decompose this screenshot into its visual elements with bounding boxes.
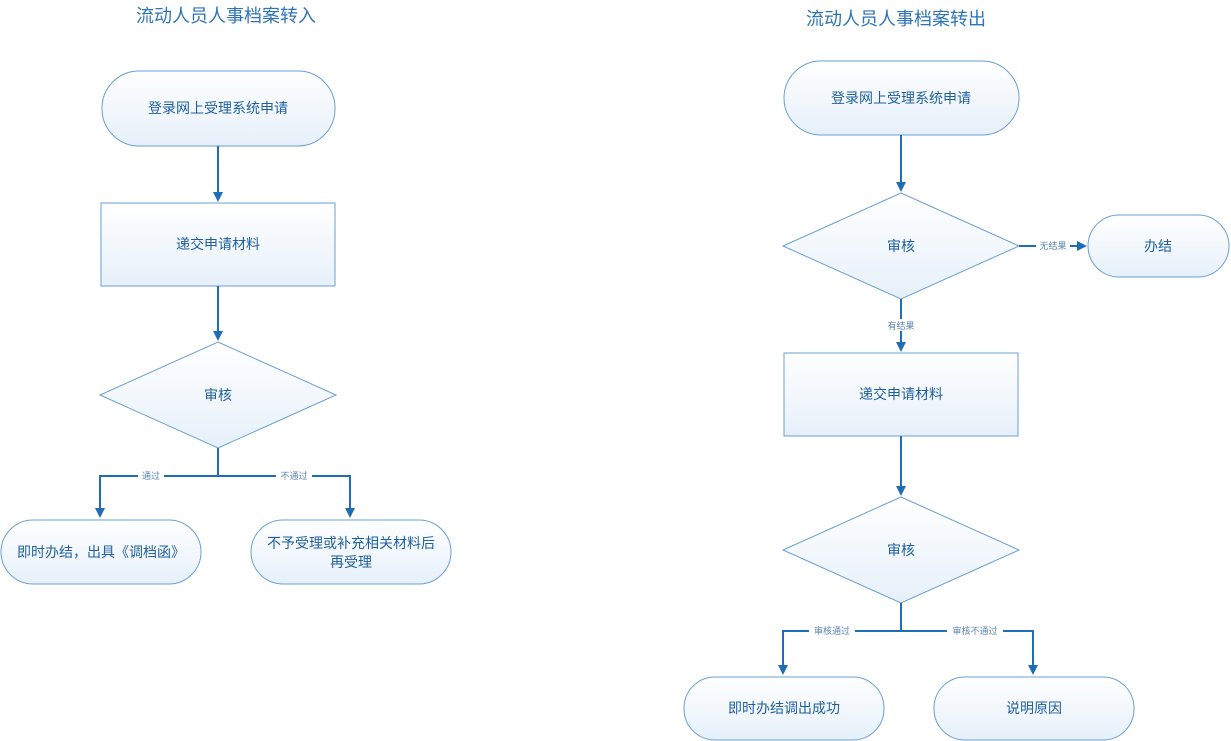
left-fail-label: 不通过 <box>280 470 307 482</box>
left-start-node: 登录网上受理系统申请 <box>101 70 336 147</box>
left-end-fail-label-line2: 再受理 <box>330 555 372 571</box>
left-review-node: 审核 <box>98 341 338 449</box>
right-start-node: 登录网上受理系统申请 <box>783 60 1020 136</box>
right-flow-title: 流动人员人事档案转出 <box>806 9 986 30</box>
right-no-result-label: 无结果 <box>1039 240 1066 252</box>
left-end-fail-label-line1: 不予受理或补充相关材料后 <box>267 536 435 552</box>
left-pass-label: 通过 <box>142 470 160 482</box>
right-submit-node: 递交申请材料 <box>783 352 1019 437</box>
left-review-label: 审核 <box>204 388 232 404</box>
left-flow-title: 流动人员人事档案转入 <box>136 6 316 27</box>
right-fail-label: 审核不通过 <box>952 625 997 637</box>
right-has-result-label: 有结果 <box>887 320 914 332</box>
right-pass-label: 审核通过 <box>814 625 850 637</box>
right-edge-fail <box>901 630 1038 675</box>
left-end-pass-node: 即时办结，出具《调档函》 <box>0 519 202 585</box>
right-review2-label: 审核 <box>887 543 915 559</box>
left-end-pass-label: 即时办结，出具《调档函》 <box>17 545 185 561</box>
right-edge-pass <box>778 603 902 675</box>
right-review1-label: 审核 <box>887 239 915 255</box>
right-done-label: 办结 <box>1144 239 1172 255</box>
right-flow: 流动人员人事档案转出 登录网上受理系统申请 审核 无结果 办结 有结果 递交申请… <box>683 9 1230 741</box>
right-end-fail-node: 说明原因 <box>933 676 1135 741</box>
right-end-pass-label: 即时办结调出成功 <box>728 701 840 717</box>
left-submit-node: 递交申请材料 <box>100 202 336 287</box>
right-review2-node: 审核 <box>781 496 1021 604</box>
left-end-fail-node: 不予受理或补充相关材料后 再受理 <box>250 519 452 585</box>
left-edge-pass <box>95 448 219 518</box>
left-edge-fail <box>218 475 355 518</box>
left-flow: 流动人员人事档案转入 登录网上受理系统申请 递交申请材料 审核 通过 不通过 <box>0 6 452 585</box>
left-submit-label: 递交申请材料 <box>176 236 260 253</box>
right-end-fail-label: 说明原因 <box>1006 701 1062 717</box>
right-submit-label: 递交申请材料 <box>859 386 943 403</box>
right-review1-node: 审核 <box>781 192 1021 300</box>
left-start-label: 登录网上受理系统申请 <box>148 101 288 117</box>
right-done-node: 办结 <box>1087 214 1230 278</box>
right-end-pass-node: 即时办结调出成功 <box>683 676 885 741</box>
right-start-label: 登录网上受理系统申请 <box>831 91 971 107</box>
